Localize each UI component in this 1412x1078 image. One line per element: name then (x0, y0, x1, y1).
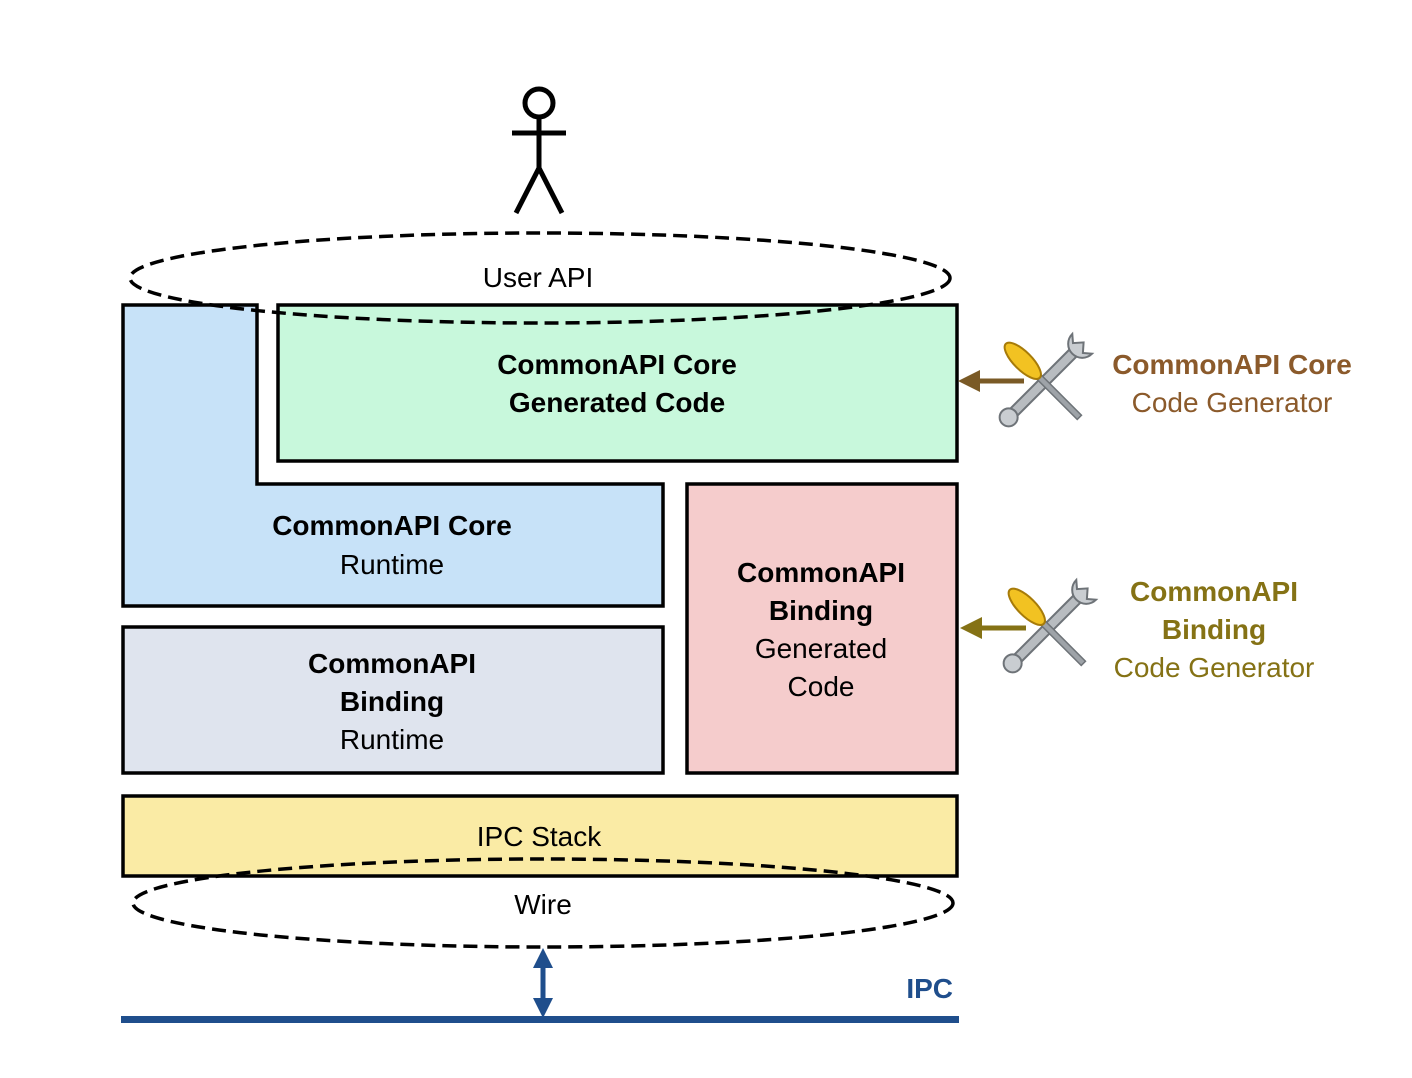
binding-generator-line1: CommonAPI (1130, 576, 1298, 607)
core-generator-arrow-icon (958, 370, 1024, 392)
core-runtime-title: CommonAPI Core (272, 510, 512, 541)
user-api-ellipse (128, 231, 952, 325)
binding-generated-line1: CommonAPI (737, 557, 905, 588)
binding-generated-line2: Binding (769, 595, 873, 626)
binding-generator-arrow-icon (960, 617, 1026, 639)
core-generated-subtitle: Generated Code (509, 387, 725, 418)
core-generated-title: CommonAPI Core (497, 349, 737, 380)
core-runtime-block (121, 303, 665, 608)
binding-generator-line2: Binding (1162, 614, 1266, 645)
wire-ellipse (131, 857, 955, 949)
binding-runtime-block (121, 625, 665, 775)
core-generator-title: CommonAPI Core (1112, 349, 1352, 380)
wire-label: Wire (514, 889, 572, 920)
binding-runtime-line1: CommonAPI (308, 648, 476, 679)
ipc-label: IPC (906, 973, 953, 1004)
ipc-stack-block (121, 794, 959, 878)
binding-generator-line3: Code Generator (1114, 652, 1315, 683)
binding-generated-line4: Code (788, 671, 855, 702)
user-actor-icon (512, 86, 566, 215)
binding-generated-line3: Generated (755, 633, 887, 664)
ipc-double-arrow-icon (533, 948, 553, 1018)
binding-runtime-line2: Binding (340, 686, 444, 717)
core-generator-tools-icon (998, 331, 1095, 428)
core-generator-subtitle: Code Generator (1132, 387, 1333, 418)
ipc-line (121, 1016, 959, 1023)
binding-generated-block (685, 482, 959, 775)
core-generated-block (276, 303, 959, 463)
user-api-label: User API (483, 262, 593, 293)
binding-runtime-line3: Runtime (340, 724, 444, 755)
ipc-stack-label: IPC Stack (477, 821, 602, 852)
binding-generator-tools-icon (1002, 577, 1099, 674)
core-runtime-subtitle: Runtime (340, 549, 444, 580)
